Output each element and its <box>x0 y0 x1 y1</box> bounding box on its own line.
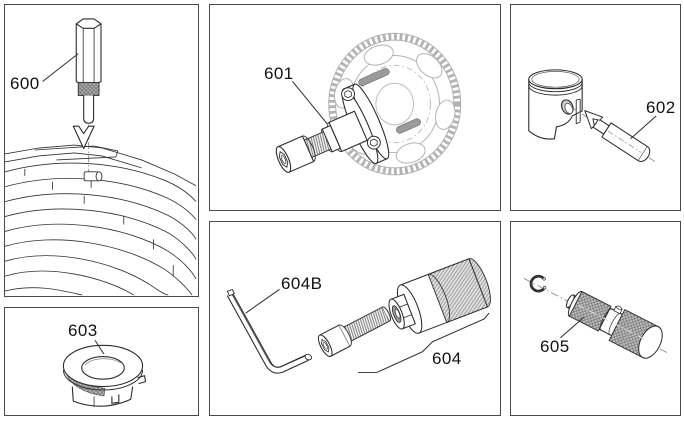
piston-pin-illustration <box>528 69 657 163</box>
knurled-tool-icon <box>565 290 663 359</box>
panel-602: 602 <box>510 4 681 211</box>
insert-arrow-icon <box>72 125 95 150</box>
leader-line-602 <box>630 115 657 140</box>
circlip-icon <box>529 274 547 293</box>
leader-line-600 <box>42 53 79 82</box>
flange-screws-icon <box>341 87 381 150</box>
bolt-adapter-illustration <box>226 258 491 374</box>
panel-601: 601 <box>209 4 501 211</box>
part-label-603: 603 <box>68 321 98 340</box>
leader-line-605 <box>560 316 585 339</box>
leader-line-603 <box>94 340 105 355</box>
part-label-602: 602 <box>646 98 676 117</box>
part-label-604b: 604B <box>281 274 323 293</box>
leader-line-604b <box>245 288 280 314</box>
hex-driver-icon <box>75 18 102 124</box>
part-label-605: 605 <box>540 337 570 356</box>
ring-nut-illustration <box>62 340 147 408</box>
allen-key-icon <box>226 288 313 374</box>
adapter-icon <box>388 258 491 334</box>
part-label-600: 600 <box>10 74 40 93</box>
ring-nut-icon <box>62 344 147 408</box>
panel-600: 600 <box>4 4 199 297</box>
flange-studs-icon <box>358 68 421 134</box>
panel-603: 603 <box>4 307 199 416</box>
panel-605: 605 <box>510 221 681 416</box>
cylinder-head-icon <box>5 144 197 296</box>
piston-icon <box>528 69 583 140</box>
part-label-601: 601 <box>264 64 294 83</box>
leader-line-601 <box>292 80 328 125</box>
panel-604: 604B 604 <box>209 221 501 416</box>
insert-arrow-icon <box>584 110 604 130</box>
socket-screw-icon <box>317 306 391 357</box>
puller-bolt-illustration <box>275 32 462 176</box>
bracket-line-604 <box>357 312 490 373</box>
piston-pin-icon <box>570 106 657 163</box>
part-label-604: 604 <box>432 349 462 368</box>
knurled-tool-illustration <box>523 274 668 359</box>
hex-driver-illustration <box>5 18 197 296</box>
